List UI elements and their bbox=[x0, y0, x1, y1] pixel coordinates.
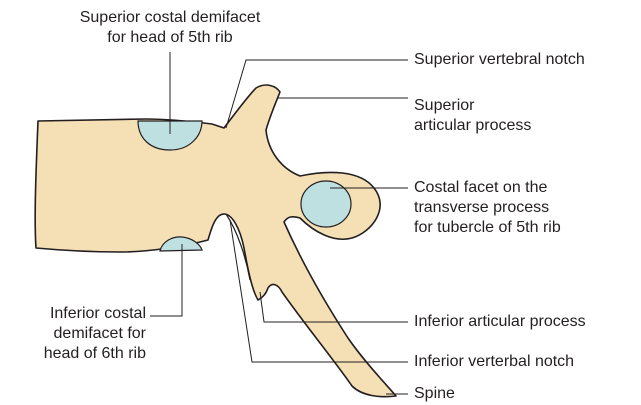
leader-inferior-costal-demifacet bbox=[150, 244, 182, 316]
label-spine: Spine bbox=[414, 384, 455, 404]
label-superior-vertebral-notch: Superior vertebral notch bbox=[414, 50, 585, 70]
label-inferior-articular-process: Inferior articular process bbox=[414, 312, 586, 332]
label-superior-costal-demifacet: Superior costal demifacet for head of 5t… bbox=[38, 8, 302, 48]
label-inferior-vertebral-notch: Inferior verterbal notch bbox=[414, 352, 574, 372]
label-inferior-costal-demifacet: Inferior costal demifacet for head of 6t… bbox=[4, 304, 146, 364]
label-superior-articular-process: Superior articular process bbox=[414, 96, 531, 136]
label-costal-facet-transverse-process: Costal facet on the transverse process f… bbox=[414, 178, 561, 238]
